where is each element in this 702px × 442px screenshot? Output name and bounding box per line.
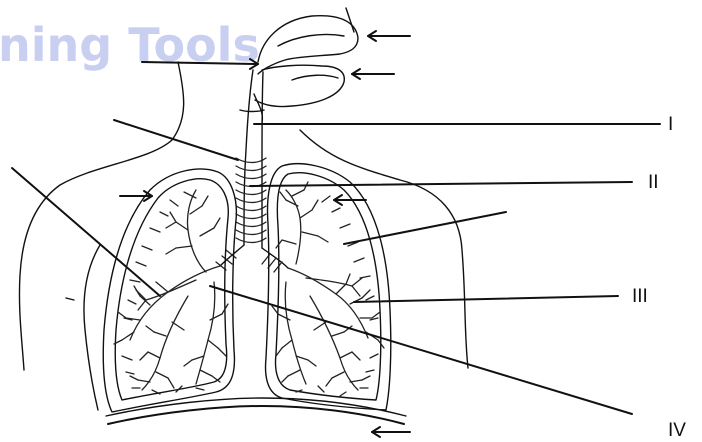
label-iv: IV xyxy=(668,420,686,442)
label-iii: III xyxy=(632,286,648,308)
nasal-cavity xyxy=(254,8,358,122)
right-bronchial-tree xyxy=(272,182,384,396)
diaphragm xyxy=(106,398,406,424)
left-bronchial-tree xyxy=(114,190,228,394)
label-ii: II xyxy=(648,172,659,194)
leader-line-iii xyxy=(354,296,618,302)
label-i: I xyxy=(668,114,673,136)
label-leader-lines xyxy=(210,124,660,414)
right-lung xyxy=(266,164,391,410)
leader-line-iv xyxy=(210,286,632,414)
